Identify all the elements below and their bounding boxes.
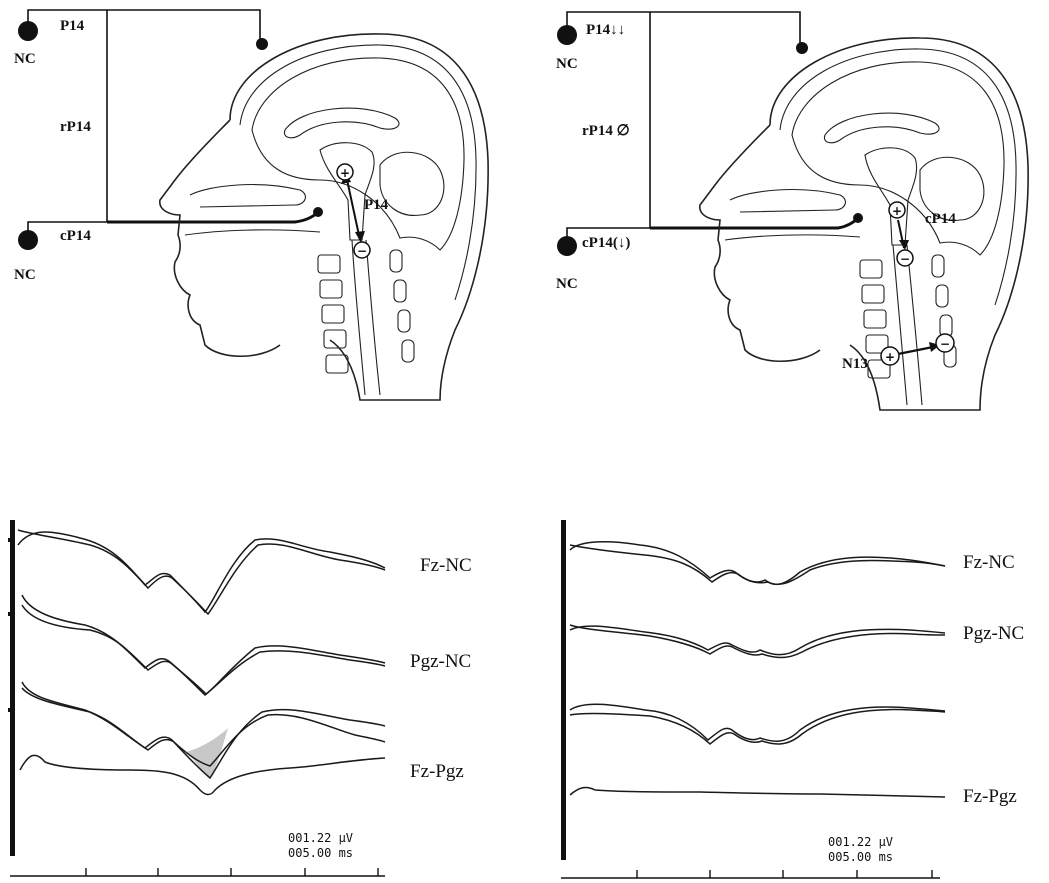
left-palate <box>185 230 320 235</box>
left-nc-top-label: NC <box>14 51 36 67</box>
left-traces: Fz-NC Pgz-NC Fz-Pgz 001.22 µV 005.00 ms <box>8 520 472 876</box>
left-nc-electrode-top <box>18 21 38 41</box>
left-label-fz-pgz: Fz-Pgz <box>410 761 464 782</box>
left-vertebrae <box>318 250 414 373</box>
right-label-fz-nc: Fz-NC <box>963 552 1015 573</box>
right-head-diagram: + − + − P14↓↓ NC rP14 ∅ cP14(↓) NC cP14 … <box>556 12 1028 410</box>
right-corpus-callosum <box>824 113 939 143</box>
right-label-pgz-nc: Pgz-NC <box>963 623 1024 644</box>
right-scale-amplitude: 001.22 µV <box>828 835 893 849</box>
left-dipole-negative-sign: − <box>357 244 367 258</box>
left-nasal-cavity <box>190 185 305 207</box>
right-stimulus-artifact <box>561 520 566 860</box>
right-head-outline <box>700 38 1028 410</box>
right-label-fz-pgz: Fz-Pgz <box>963 786 1017 807</box>
left-scale-ticks <box>8 538 10 712</box>
left-nc-bottom-label: NC <box>14 267 36 283</box>
left-top-electrode-label: P14 <box>60 18 85 34</box>
right-dipole-positive-sign: + <box>892 204 902 218</box>
right-trace-fz-pgz <box>570 788 945 797</box>
right-top-electrode-label: P14↓↓ <box>586 22 625 38</box>
right-bottom-electrode-label: cP14(↓) <box>582 235 630 251</box>
right-time-ticks <box>637 870 932 878</box>
left-dipole-arrowhead-bottom <box>355 231 365 243</box>
right-n13-negative-sign: − <box>940 337 950 351</box>
left-naso-electrode <box>313 207 323 217</box>
right-brain-outline <box>792 62 1004 255</box>
right-middle-label: rP14 ∅ <box>582 123 630 139</box>
left-stimulus-artifact <box>10 520 15 856</box>
left-nasopharyngeal-wire <box>107 212 318 222</box>
left-brainstem <box>320 143 374 240</box>
left-middle-label: rP14 <box>60 119 91 135</box>
left-head-diagram: + − P14 NC rP14 cP14 NC P14 <box>14 10 488 400</box>
right-n13-positive-sign: + <box>885 350 895 364</box>
left-dipole-label: P14 <box>364 197 389 213</box>
left-bottom-electrode-label: cP14 <box>60 228 91 244</box>
right-traces: Fz-NC Pgz-NC Fz-Pgz 001.22 µV 005.00 ms <box>561 520 1024 878</box>
left-corpus-callosum <box>284 108 399 138</box>
left-label-pgz-nc: Pgz-NC <box>410 651 471 672</box>
right-nc-bottom-label: NC <box>556 276 578 292</box>
left-spinal-cord <box>352 240 380 395</box>
left-trace-fz-nc-a <box>18 532 385 612</box>
right-scale-time: 005.00 ms <box>828 850 893 864</box>
left-cerebellum <box>380 152 444 215</box>
right-nasal-cavity <box>730 190 845 212</box>
left-scale-time: 005.00 ms <box>288 846 353 860</box>
right-scalp-electrode <box>796 42 808 54</box>
right-brainstem <box>865 148 917 245</box>
left-nc-electrode-bottom <box>18 230 38 250</box>
right-naso-electrode <box>853 213 863 223</box>
right-dipole-label: cP14 <box>925 211 956 227</box>
right-nc-electrode-bottom <box>557 236 577 256</box>
right-nasopharyngeal-wire <box>650 218 858 228</box>
left-label-fz-nc: Fz-NC <box>420 555 472 576</box>
right-vertebrae <box>860 255 956 378</box>
right-nc-electrode-top <box>557 25 577 45</box>
left-scalp-electrode <box>256 38 268 50</box>
right-trace-fz-nc-a <box>570 542 945 585</box>
right-trace-pgz-nc-a <box>570 626 945 655</box>
right-spinal-cord <box>893 245 922 405</box>
right-dipole-negative-sign: − <box>900 252 910 266</box>
left-time-ticks <box>86 868 378 876</box>
right-palate <box>725 235 860 240</box>
left-trace-pgz-nc-b <box>22 605 385 694</box>
right-n13-label: N13 <box>842 356 868 372</box>
left-trace-fz-nc-b <box>18 530 385 614</box>
left-scale-amplitude: 001.22 µV <box>288 831 353 845</box>
right-nc-top-label: NC <box>556 56 578 72</box>
right-trace-fz-nc-b <box>570 545 945 584</box>
left-dipole-positive-sign: + <box>340 166 350 180</box>
